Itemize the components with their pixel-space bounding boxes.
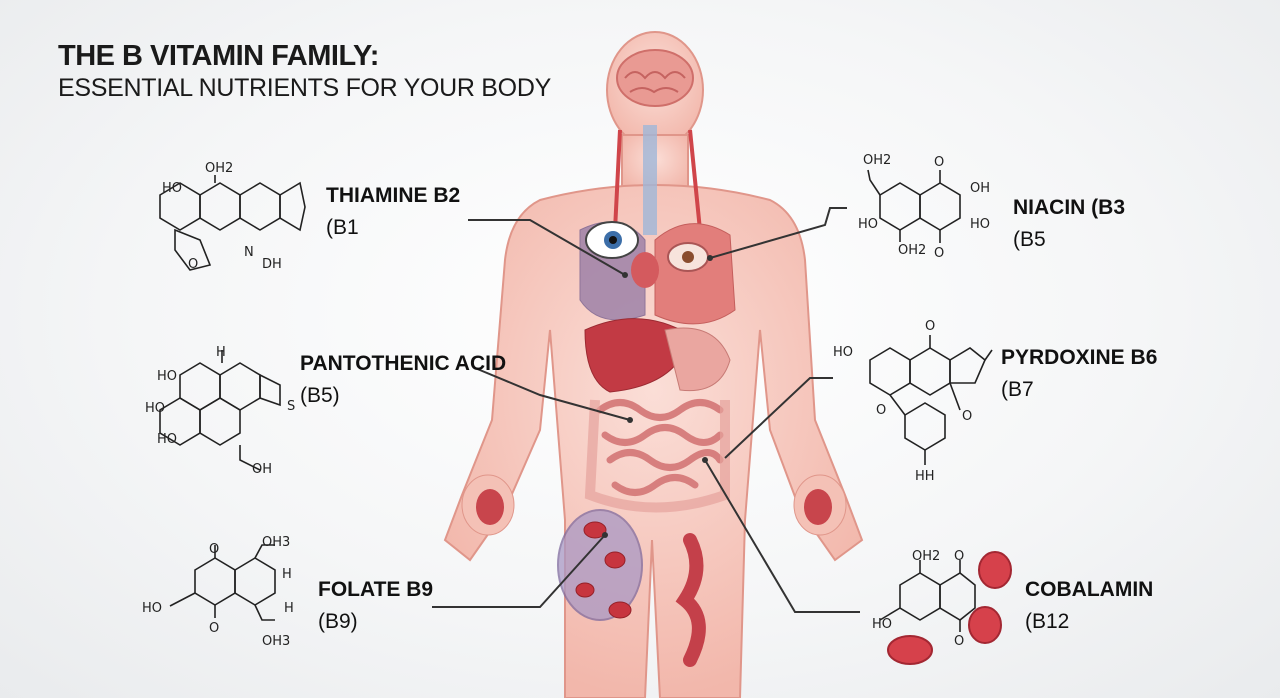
cobalamin-blood-cells <box>887 551 1012 665</box>
mol1-oh2: OH2 <box>205 161 233 176</box>
mol4-oh2-bottom: OH2 <box>898 243 926 258</box>
mol1-n: N <box>244 245 254 260</box>
mol1-ho: HO <box>162 181 182 196</box>
molecule-cobalamin <box>879 560 976 632</box>
liver <box>584 318 691 393</box>
label-niacin-line1: NIACIN (B3 <box>1013 196 1126 219</box>
mol6-o1: O <box>954 549 964 564</box>
mol1-dh: DH <box>262 257 282 272</box>
right-lung <box>654 223 736 325</box>
mol6-oh2: OH2 <box>912 549 940 564</box>
stomach <box>664 327 731 392</box>
mol4-oh: OH <box>970 181 990 196</box>
molecule-niacin <box>867 169 961 243</box>
mol3-h2: H <box>284 601 294 616</box>
mol2-h: H <box>216 345 226 360</box>
label-cobalamin-line2: (B12 <box>1025 610 1070 633</box>
intestines <box>596 399 724 496</box>
label-pyridoxine-line2: (B7 <box>1001 378 1034 401</box>
muscle-fibers <box>675 533 706 667</box>
label-cobalamin-line1: COBALAMIN <box>1025 578 1154 601</box>
label-pantothenic: PANTOTHENIC ACID (B5) <box>300 348 506 412</box>
label-thiamine-line1: THIAMINE B2 <box>326 184 461 207</box>
mol4-ho2: HO <box>970 217 990 232</box>
mol4-o2: O <box>934 246 944 261</box>
label-pantothenic-line2: (B5) <box>300 384 340 407</box>
heart <box>631 252 659 288</box>
mol3-oh3-top: OH3 <box>262 535 290 550</box>
mol2-ho2: HO <box>145 401 165 416</box>
label-thiamine: THIAMINE B2 (B1 <box>326 180 460 244</box>
label-folate: FOLATE B9 (B9) <box>318 574 433 638</box>
mol5-o2: O <box>876 403 886 418</box>
mol1-o: O <box>188 257 198 272</box>
mol3-o1: O <box>209 542 219 557</box>
mol2-ho3: HO <box>157 432 177 447</box>
page-title: THE B VITAMIN FAMILY: <box>58 40 379 72</box>
mol3-o2: O <box>209 621 219 636</box>
red-blood-cells <box>575 521 632 619</box>
label-folate-line2: (B9) <box>318 610 358 633</box>
label-pantothenic-line1: PANTOTHENIC ACID <box>300 352 507 375</box>
label-niacin-line2: (B5 <box>1013 228 1046 251</box>
mol6-ho: HO <box>872 617 892 632</box>
mol3-h1: H <box>282 567 292 582</box>
mol4-o1: O <box>934 155 944 170</box>
mol5-o1: O <box>925 319 935 334</box>
mol2-ho1: HO <box>157 369 177 384</box>
page-subtitle: ESSENTIAL NUTRIENTS FOR YOUR BODY <box>58 74 551 102</box>
mol3-ho: HO <box>142 601 162 616</box>
mol2-oh: OH <box>252 462 272 477</box>
label-pyridoxine: PYRDOXINE B6 (B7 <box>1001 342 1157 406</box>
label-thiamine-line2: (B1 <box>326 216 359 239</box>
molecule-thiamine <box>159 175 306 271</box>
label-niacin: NIACIN (B3 (B5 <box>1013 192 1125 256</box>
molecule-folate <box>169 544 276 621</box>
label-cobalamin: COBALAMIN (B12 <box>1025 574 1153 638</box>
label-folate-line1: FOLATE B9 <box>318 578 434 601</box>
mol4-oh2-top: OH2 <box>863 153 891 168</box>
label-pyridoxine-line1: PYRDOXINE B6 <box>1001 346 1158 369</box>
mol3-oh3-bottom: OH3 <box>262 634 290 649</box>
mol6-o2: O <box>954 634 964 649</box>
trachea <box>643 125 657 235</box>
leader-lines <box>432 207 860 613</box>
mol5-ho: HO <box>833 345 853 360</box>
brain <box>616 49 694 107</box>
molecule-pyridoxine <box>869 335 993 465</box>
mol4-ho1: HO <box>858 217 878 232</box>
mol5-hh: HH <box>915 469 935 484</box>
molecule-pantothenic-acid <box>159 350 281 471</box>
mol2-s: S <box>287 399 295 414</box>
mol5-o3: O <box>962 409 972 424</box>
